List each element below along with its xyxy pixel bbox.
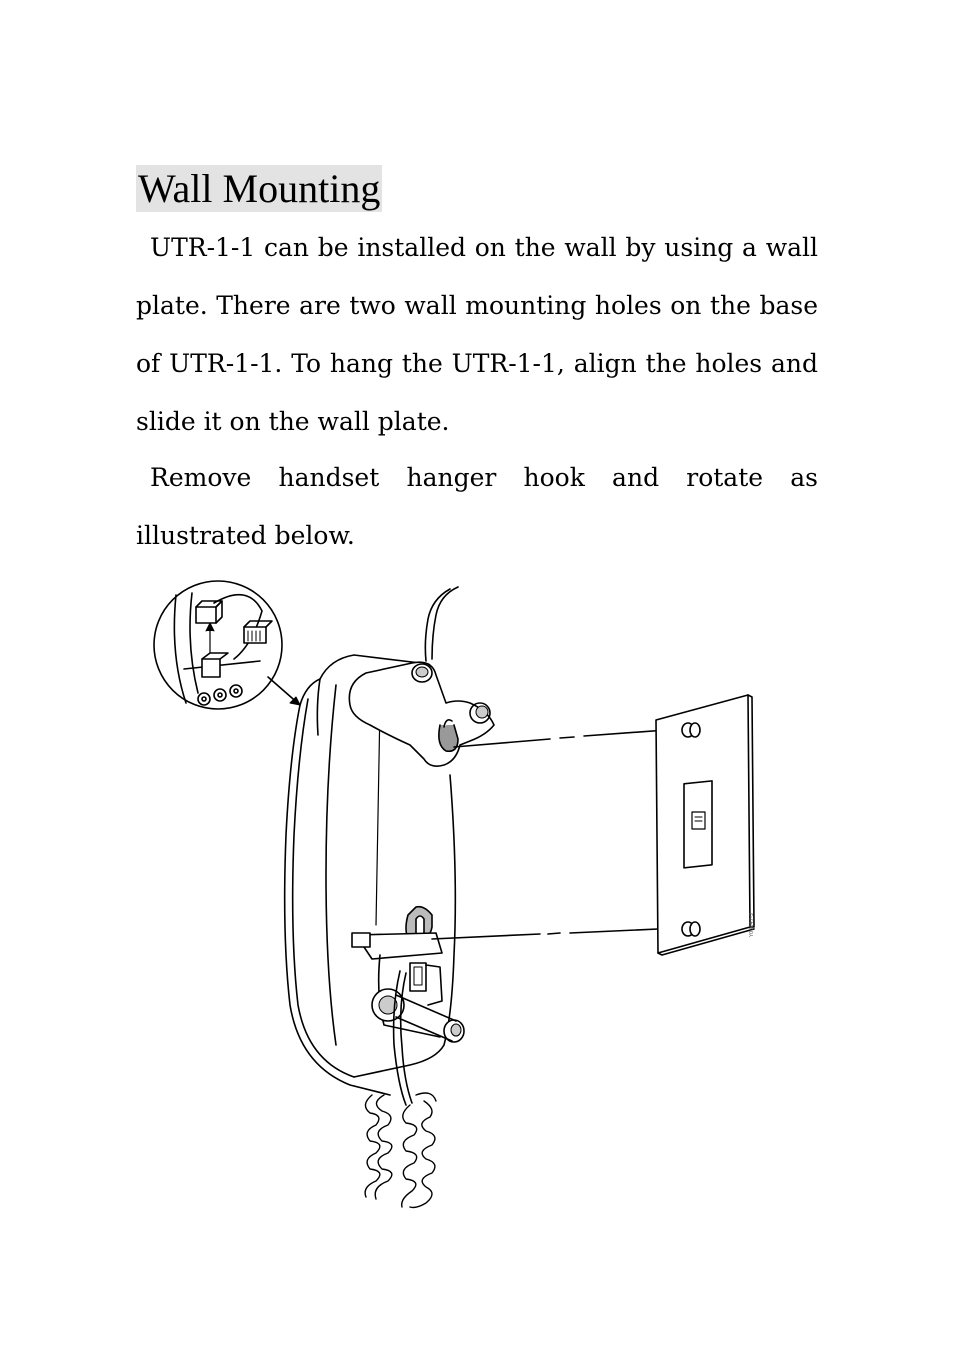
coiled-cord: [364, 1092, 437, 1209]
paragraph-wall-plate: UTR-1-1 can be installed on the wall by …: [136, 233, 818, 436]
paragraph-hanger-hook: Remove handset hanger hook and rotate as…: [136, 463, 818, 550]
section-heading: Wall Mounting: [136, 165, 383, 212]
alignment-arrows: [431, 724, 681, 940]
wall-mount-illustration: Y00047-3: [140, 575, 780, 1225]
wall-plate: Y00047-3: [655, 694, 755, 956]
hanger-hook-bottom: [351, 905, 465, 1043]
hanger-hook-top: [348, 661, 495, 767]
figure-code: Y00047-3: [749, 913, 755, 938]
hanger-hook-detail-inset: [153, 580, 283, 710]
telephone-body: [283, 654, 457, 1096]
